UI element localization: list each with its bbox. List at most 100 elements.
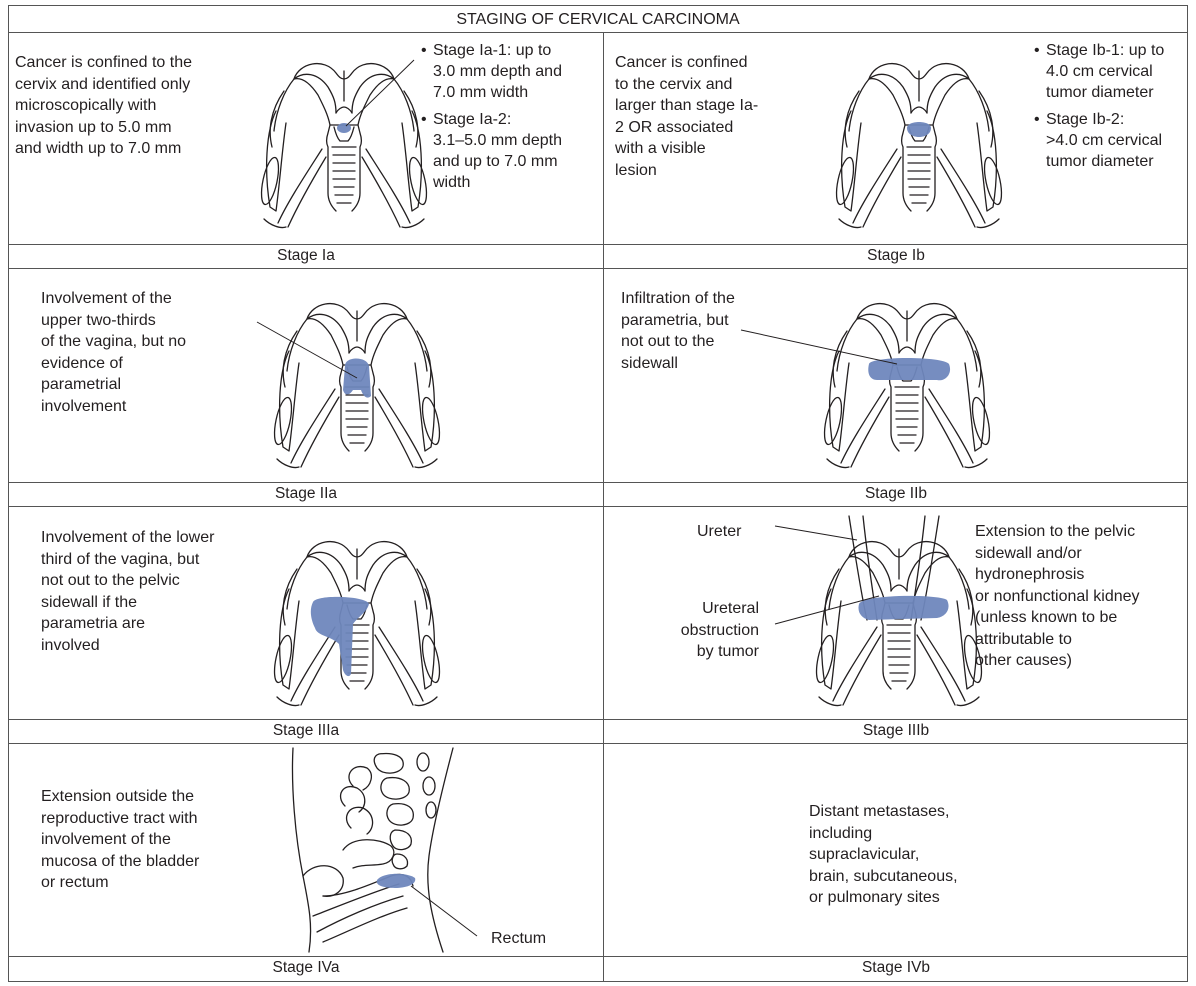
text-line: obstruction	[673, 620, 759, 642]
stage-ivb-description: Distant metastases, including supraclavi…	[809, 801, 958, 909]
stage-ia-bullets: Stage Ia-1: up to 3.0 mm depth and 7.0 m…	[421, 40, 562, 199]
text-line: including	[809, 823, 958, 845]
text-line: parametria are	[41, 613, 214, 635]
text-line: parametrial	[41, 374, 186, 396]
text-line: sidewall and/or	[975, 543, 1140, 565]
table-title: STAGING OF CERVICAL CARCINOMA	[9, 6, 1187, 33]
stage-label-ib: Stage Ib	[604, 244, 1188, 268]
text-line: larger than stage Ia-	[615, 95, 758, 117]
text-line: Distant metastases,	[809, 801, 958, 823]
text-line: by tumor	[673, 641, 759, 663]
bullet-line: >4.0 cm cervical	[1046, 130, 1164, 151]
leader-line	[775, 526, 857, 540]
stage-label-ivb: Stage IVb	[604, 956, 1188, 980]
text-line: Cancer is confined	[615, 52, 758, 74]
text-line: cervix and identified only	[15, 74, 192, 96]
bullet-line: Stage Ib-2:	[1046, 109, 1164, 130]
bullet-line: 3.0 mm depth and	[433, 61, 562, 82]
rectum-label: Rectum	[491, 928, 546, 950]
stage-label-iib: Stage IIb	[604, 482, 1188, 506]
bullet-item: Stage Ib-1: up to 4.0 cm cervical tumor …	[1034, 40, 1164, 103]
tumor-region	[868, 358, 950, 380]
tumor-region	[377, 874, 416, 888]
bullet-line: 4.0 cm cervical	[1046, 61, 1164, 82]
text-line: evidence of	[41, 353, 186, 375]
text-line: not out to the pelvic	[41, 570, 214, 592]
text-line: lesion	[615, 160, 758, 182]
bullet-line: Stage Ia-2:	[433, 109, 562, 130]
text-line: Extension outside the	[41, 786, 199, 808]
text-line: Ureteral	[673, 598, 759, 620]
stage-ib-description: Cancer is confined to the cervix and lar…	[615, 52, 758, 181]
sagittal-pelvis-diagram	[283, 746, 483, 956]
stage-iia-description: Involvement of the upper two-thirds of t…	[41, 288, 186, 417]
text-line: of the vagina, but no	[41, 331, 186, 353]
uterus-diagram-iia	[277, 286, 437, 476]
text-line: third of the vagina, but	[41, 549, 214, 571]
text-line: (unless known to be	[975, 607, 1140, 629]
text-line: or rectum	[41, 872, 199, 894]
uterus-diagram-iib	[827, 286, 987, 476]
tumor-region	[858, 596, 948, 620]
text-line: brain, subcutaneous,	[809, 866, 958, 888]
bullet-line: Stage Ia-1: up to	[433, 40, 562, 61]
column-divider	[603, 32, 604, 982]
uterus-diagram-ib	[839, 46, 999, 236]
leader-line	[741, 330, 897, 364]
text-line: to the cervix and	[615, 74, 758, 96]
row-divider	[9, 268, 1187, 269]
stage-label-ia: Stage Ia	[9, 244, 603, 268]
text-line: Cancer is confined to the	[15, 52, 192, 74]
stage-iiia-description: Involvement of the lower third of the va…	[41, 527, 214, 656]
bullet-item: Stage Ia-2: 3.1–5.0 mm depth and up to 7…	[421, 109, 562, 193]
stage-label-iiia: Stage IIIa	[9, 719, 603, 743]
text-line: involved	[41, 635, 214, 657]
stage-ib-bullets: Stage Ib-1: up to 4.0 cm cervical tumor …	[1034, 40, 1164, 178]
text-line: microscopically with	[15, 95, 192, 117]
stage-iib-description: Infiltration of the parametria, but not …	[621, 288, 735, 374]
text-line: hydronephrosis	[975, 564, 1140, 586]
uterus-diagram-iiib	[819, 524, 979, 714]
tumor-region	[337, 123, 351, 133]
text-line: supraclavicular,	[809, 844, 958, 866]
bullet-line: width	[433, 172, 562, 193]
ureteral-obstruction-label: Ureteral obstruction by tumor	[673, 598, 759, 663]
bullet-line: Stage Ib-1: up to	[1046, 40, 1164, 61]
bullet-line: tumor diameter	[1046, 151, 1164, 172]
tumor-region	[311, 597, 369, 676]
bullet-line: tumor diameter	[1046, 82, 1164, 103]
uterus-diagram-iiia	[277, 524, 437, 714]
bullet-line: 7.0 mm width	[433, 82, 562, 103]
text-line: upper two-thirds	[41, 310, 186, 332]
stage-iva-description: Extension outside the reproductive tract…	[41, 786, 199, 894]
text-line: invasion up to 5.0 mm	[15, 117, 192, 139]
stage-label-iia: Stage IIa	[9, 482, 603, 506]
text-line: involvement of the	[41, 829, 199, 851]
text-line: parametria, but	[621, 310, 735, 332]
text-line: reproductive tract with	[41, 808, 199, 830]
tumor-region	[343, 359, 371, 398]
uterus-diagram-ia	[264, 46, 424, 236]
text-line: Infiltration of the	[621, 288, 735, 310]
text-line: or pulmonary sites	[809, 887, 958, 909]
bullet-line: and up to 7.0 mm	[433, 151, 562, 172]
text-line: involvement	[41, 396, 186, 418]
leader-line	[411, 886, 477, 936]
text-line: 2 OR associated	[615, 117, 758, 139]
text-line: attributable to	[975, 629, 1140, 651]
text-line: and width up to 7.0 mm	[15, 138, 192, 160]
text-line: mucosa of the bladder	[41, 851, 199, 873]
stage-ia-description: Cancer is confined to the cervix and ide…	[15, 52, 192, 160]
text-line: Extension to the pelvic	[975, 521, 1140, 543]
row-divider	[9, 743, 1187, 744]
text-line: Involvement of the	[41, 288, 186, 310]
text-line: or nonfunctional kidney	[975, 586, 1140, 608]
text-line: with a visible	[615, 138, 758, 160]
stage-label-iiib: Stage IIIb	[604, 719, 1188, 743]
staging-table: STAGING OF CERVICAL CARCINOMA Stage Ia S…	[8, 5, 1188, 982]
bullet-line: 3.1–5.0 mm depth	[433, 130, 562, 151]
leader-line	[257, 322, 357, 378]
bullet-item: Stage Ia-1: up to 3.0 mm depth and 7.0 m…	[421, 40, 562, 103]
stage-iiib-description: Extension to the pelvic sidewall and/or …	[975, 521, 1140, 672]
ureter-label: Ureter	[697, 521, 741, 543]
